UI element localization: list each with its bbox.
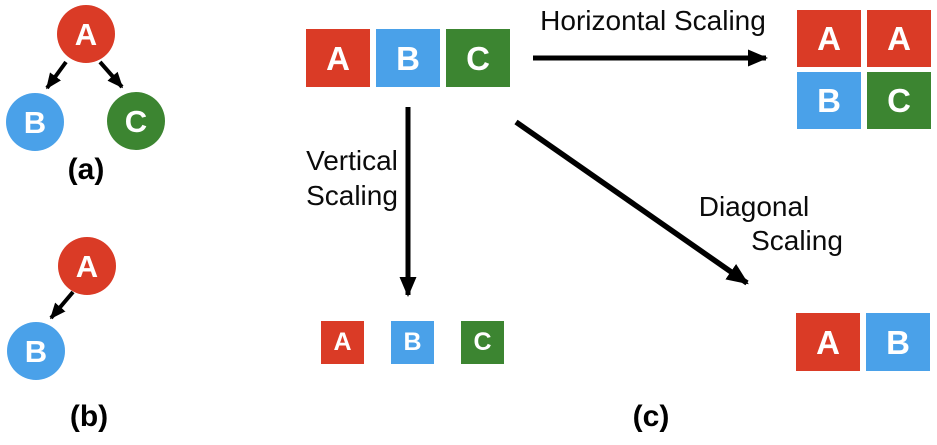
figure-a-node-a: A [57, 5, 115, 63]
figure-b-edge-a-to-b-arrow [49, 290, 75, 320]
figure-a-caption: (a) [67, 153, 105, 186]
figure-b-node-a: A [58, 237, 116, 295]
horizontal-scaling-label: Horizontal Scaling [540, 5, 766, 36]
horizontal-result-square-a1: A [797, 10, 861, 67]
vertical-scaling-label-line2: Scaling [306, 180, 398, 211]
diagonal-scaling-label-line1: Diagonal [698, 191, 810, 222]
horizontal-result-square-b: B [797, 72, 861, 129]
vertical-result-square-a: A [321, 321, 364, 364]
figure-c-caption: (c) [632, 400, 670, 433]
source-square-c: C [446, 29, 510, 87]
vertical-result-square-c: C [461, 321, 504, 364]
vertical-scaling-label: Vertical Scaling [289, 143, 415, 213]
diagonal-result-square-a: A [796, 313, 860, 371]
vertical-result-square-b: B [391, 321, 434, 364]
figure-a-node-c: C [107, 92, 165, 150]
source-square-a: A [306, 29, 370, 87]
horizontal-result-square-c: C [867, 72, 931, 129]
figure-a-edge-a-to-b-arrow [45, 60, 68, 90]
horizontal-result-square-a2: A [867, 10, 931, 67]
vertical-scaling-label-line1: Vertical [306, 145, 398, 176]
figure-b-caption: (b) [69, 400, 109, 433]
diagonal-result-square-b: B [866, 313, 930, 371]
figure-b-node-b: B [7, 322, 65, 380]
diagonal-scaling-label-line2: Scaling [751, 225, 843, 256]
figure-a-node-b: B [6, 93, 64, 151]
source-square-b: B [376, 29, 440, 87]
figure-a-edge-a-to-c-arrow [98, 60, 124, 89]
